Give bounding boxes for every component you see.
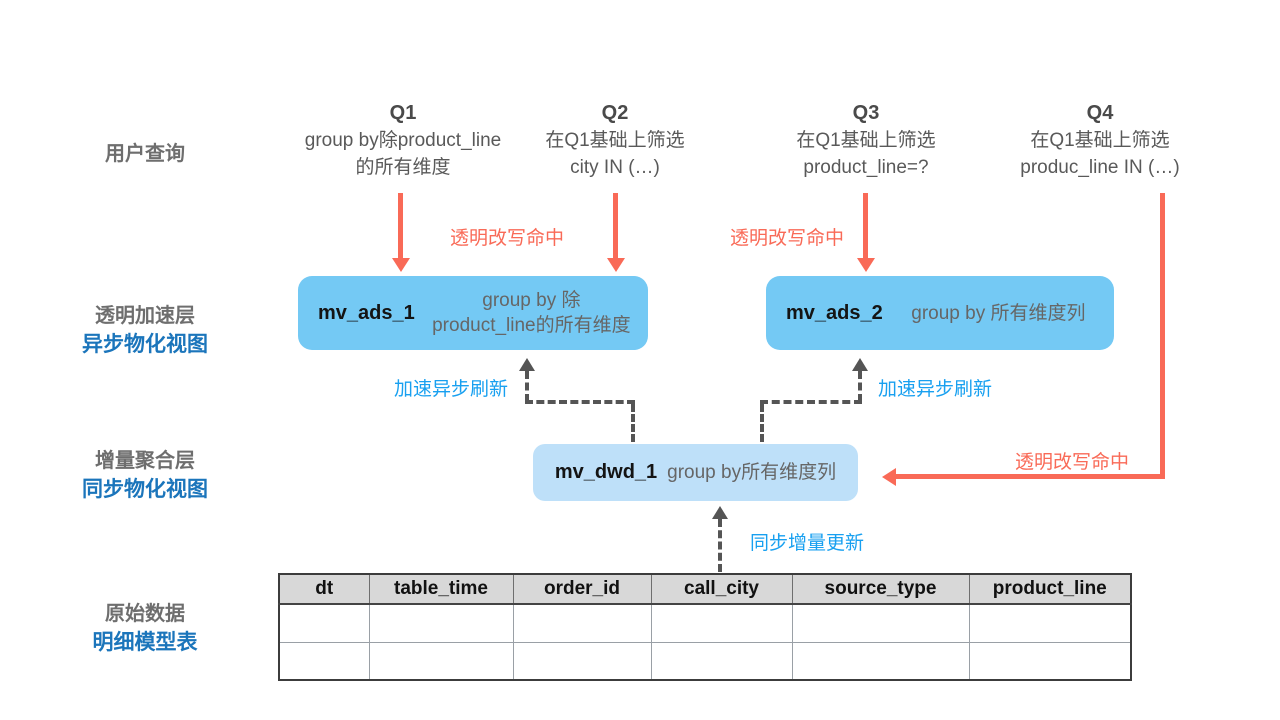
mv-ads-1-desc: group by 除 product_line的所有维度 <box>415 288 648 338</box>
table-cell <box>512 641 652 681</box>
table-cell <box>278 641 370 681</box>
table-cell <box>650 603 793 643</box>
query-q1: Q1 group by除product_line 的所有维度 <box>290 100 516 181</box>
table-cell <box>968 641 1132 681</box>
q4-arrow-vertical-icon <box>1160 193 1165 479</box>
refresh-left-seg-b-icon <box>525 400 635 404</box>
q3-arrow-head-icon <box>857 258 875 272</box>
col-header-dt: dt <box>278 573 370 605</box>
query-q4-title: Q4 <box>1086 102 1114 124</box>
layer-incr-title: 增量聚合层 <box>95 450 195 472</box>
layer-user-query: 用户查询 <box>105 143 185 165</box>
col-header-table-time: table_time <box>368 573 514 605</box>
refresh-right-seg-c-icon <box>858 371 862 402</box>
mv-dwd-1-name: mv_dwd_1 <box>554 461 658 483</box>
sync-update-label: 同步增量更新 <box>750 533 865 554</box>
col-header-source-type: source_type <box>791 573 970 605</box>
refresh-right-seg-a-icon <box>760 404 764 442</box>
table-cell <box>368 603 514 643</box>
q1-arrow-head-icon <box>392 258 410 272</box>
mv-ads-1-name: mv_ads_1 <box>318 301 415 324</box>
query-q2: Q2 在Q1基础上筛选 city IN (…) <box>515 100 715 181</box>
async-refresh-label-left: 加速异步刷新 <box>394 379 509 400</box>
layer-raw-title: 原始数据 <box>105 603 185 625</box>
query-q4-line1: 在Q1基础上筛选 <box>1030 130 1170 151</box>
q2-arrow-shaft-icon <box>613 193 618 259</box>
refresh-right-head-icon <box>852 358 868 371</box>
sync-update-head-icon <box>712 506 728 519</box>
layer-incr-subtitle: 同步物化视图 <box>82 478 208 501</box>
rewrite-hit-label-3: 透明改写命中 <box>1015 452 1130 473</box>
q1-arrow-shaft-icon <box>398 193 403 259</box>
mv-ads-1-box: mv_ads_1 group by 除 product_line的所有维度 <box>298 276 648 350</box>
table-cell <box>968 603 1132 643</box>
q3-arrow-shaft-icon <box>863 193 868 259</box>
query-q4: Q4 在Q1基础上筛选 produc_line IN (…) <box>990 100 1210 181</box>
refresh-left-seg-a-icon <box>631 404 635 442</box>
table-row <box>278 603 1132 643</box>
table-cell <box>791 603 970 643</box>
q4-arrow-horizontal-icon <box>896 474 1165 479</box>
mv-ads-1-desc-line1: group by 除 <box>482 290 581 311</box>
query-q4-line2: produc_line IN (…) <box>1020 157 1180 178</box>
mv-ads-2-box: mv_ads_2 group by 所有维度列 <box>766 276 1114 350</box>
col-header-order-id: order_id <box>512 573 652 605</box>
q4-arrow-head-icon <box>882 468 896 486</box>
mv-ads-2-name: mv_ads_2 <box>786 301 883 324</box>
refresh-right-seg-b-icon <box>760 400 862 404</box>
mv-dwd-1-box: mv_dwd_1 group by所有维度列 <box>533 444 858 501</box>
col-header-call-city: call_city <box>650 573 793 605</box>
query-q3: Q3 在Q1基础上筛选 product_line=? <box>766 100 966 181</box>
table-cell <box>791 641 970 681</box>
table-cell <box>512 603 652 643</box>
table-cell <box>650 641 793 681</box>
layer-accel-title: 透明加速层 <box>95 305 195 327</box>
async-refresh-label-right: 加速异步刷新 <box>878 379 993 400</box>
layer-accel-subtitle: 异步物化视图 <box>82 333 208 356</box>
detail-model-table: dt table_time order_id call_city source_… <box>278 573 1132 681</box>
rewrite-hit-label-1: 透明改写命中 <box>450 228 565 249</box>
mv-ads-1-desc-line2: product_line的所有维度 <box>432 315 631 336</box>
table-cell <box>368 641 514 681</box>
mv-ads-2-desc: group by 所有维度列 <box>911 302 1086 324</box>
query-q3-line1: 在Q1基础上筛选 <box>796 130 936 151</box>
query-q1-line2: 的所有维度 <box>355 157 451 178</box>
layer-raw-subtitle: 明细模型表 <box>92 631 198 654</box>
q2-arrow-head-icon <box>607 258 625 272</box>
query-q1-title: Q1 <box>389 102 417 124</box>
query-q2-title: Q2 <box>601 102 629 124</box>
mv-dwd-1-desc: group by所有维度列 <box>667 462 837 483</box>
query-q3-line2: product_line=? <box>803 157 929 178</box>
col-header-product-line: product_line <box>968 573 1132 605</box>
query-q3-title: Q3 <box>852 102 880 124</box>
query-q2-line1: 在Q1基础上筛选 <box>545 130 685 151</box>
rewrite-hit-label-2: 透明改写命中 <box>730 228 845 249</box>
sync-update-shaft-icon <box>718 519 722 572</box>
table-row <box>278 641 1132 681</box>
refresh-left-head-icon <box>519 358 535 371</box>
table-cell <box>278 603 370 643</box>
query-q2-line2: city IN (…) <box>570 157 660 178</box>
query-q1-line1: group by除product_line <box>304 130 502 151</box>
refresh-left-seg-c-icon <box>525 371 529 402</box>
table-header-row: dt table_time order_id call_city source_… <box>278 573 1132 605</box>
